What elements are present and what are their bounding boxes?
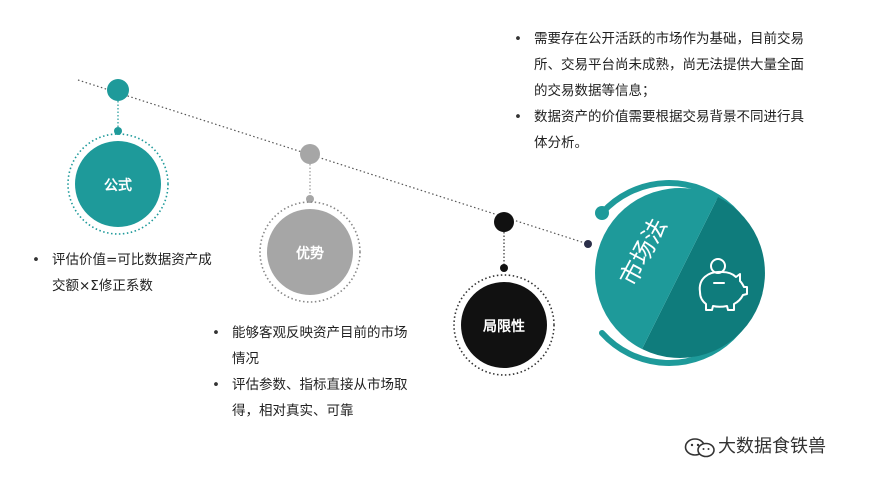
advantages-circle-ring [259, 201, 361, 303]
limitations-node-dot [494, 212, 514, 232]
advantages-bullet: 评估参数、指标直接从市场取得，相对真实、可靠 [210, 372, 410, 424]
advantages-title: 优势 [296, 246, 324, 262]
advantages-connector-dot [306, 195, 314, 203]
limitations-circle [461, 282, 547, 368]
formula-bullet-list: 评估价值=可比数据资产成交额×Σ修正系数 [30, 247, 222, 299]
formula-title: 公式 [104, 178, 132, 194]
limitations-bullet: 需要存在公开活跃的市场作为基础，目前交易所、交易平台尚未成熟，尚无法提供大量全面… [512, 26, 808, 104]
limitations-circle-ring [453, 274, 555, 376]
formula-node-dot [107, 79, 129, 101]
advantages-node-dot [300, 144, 320, 164]
limitations-bullet-list: 需要存在公开活跃的市场作为基础，目前交易所、交易平台尚未成熟，尚无法提供大量全面… [512, 26, 808, 156]
market-wedge [595, 188, 718, 349]
formula-bullet: 评估价值=可比数据资产成交额×Σ修正系数 [30, 247, 222, 299]
timeline-end-dot [584, 240, 592, 248]
watermark-text: 大数据食铁兽 [718, 436, 826, 457]
piggy-bank-icon [698, 258, 748, 311]
limitations-bullet: 数据资产的价值需要根据交易背景不同进行具体分析。 [512, 104, 808, 156]
limitations-connector-dot [500, 264, 508, 272]
timeline-line [77, 79, 589, 245]
wechat-icon [684, 438, 715, 458]
market-arc-dot [595, 206, 609, 220]
advantages-circle [267, 209, 353, 295]
formula-circle-ring [67, 133, 169, 235]
formula-circle [75, 141, 161, 227]
formula-connector-dot [114, 127, 122, 135]
advantages-bullet: 能够客观反映资产目前的市场情况 [210, 320, 410, 372]
limitations-title: 局限性 [483, 319, 525, 335]
advantages-bullet-list: 能够客观反映资产目前的市场情况 评估参数、指标直接从市场取得，相对真实、可靠 [210, 320, 410, 424]
